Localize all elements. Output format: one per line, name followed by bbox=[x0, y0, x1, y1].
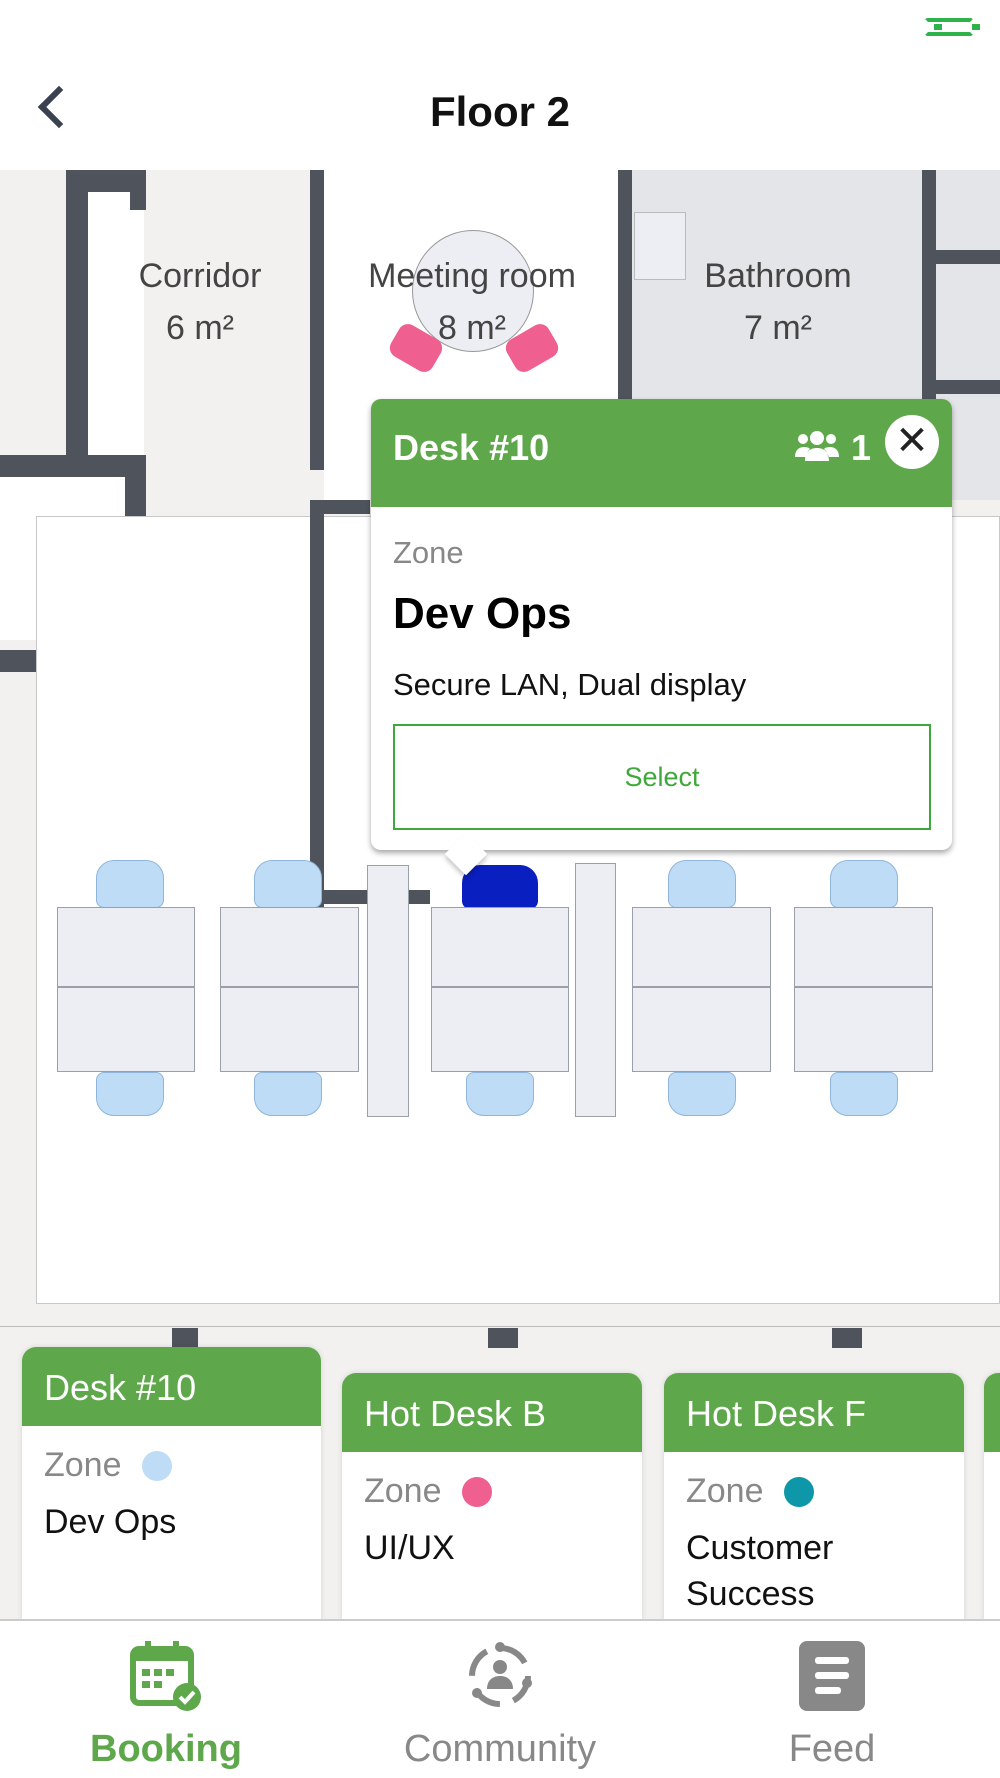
tab-booking[interactable]: Booking bbox=[56, 1639, 276, 1771]
card-zone-name: Dev Ops bbox=[44, 1503, 177, 1541]
calendar-check-icon bbox=[130, 1641, 201, 1711]
tab-community[interactable]: Community bbox=[390, 1639, 610, 1771]
page-title: Floor 2 bbox=[429, 88, 570, 135]
desk-10[interactable] bbox=[431, 907, 569, 987]
tab-label: Booking bbox=[90, 1728, 242, 1770]
card-zone-label: Zone bbox=[44, 1446, 122, 1484]
people-icon bbox=[793, 429, 841, 465]
card-title: Hot Desk F bbox=[664, 1373, 964, 1452]
popup-zone-label: Zone bbox=[393, 535, 464, 570]
battery-icon bbox=[924, 18, 980, 36]
popup-title: Desk #10 bbox=[393, 427, 550, 468]
tab-label: Feed bbox=[788, 1728, 876, 1770]
desk-popup: Desk #10 1 ✕ Zone Dev Ops Secure LAN, Du… bbox=[371, 399, 952, 876]
capacity-count: 1 bbox=[851, 427, 872, 468]
community-icon bbox=[469, 1642, 532, 1707]
zone-color-dot bbox=[141, 1450, 172, 1481]
card-title: Desk #10 bbox=[22, 1347, 321, 1426]
select-button[interactable]: Select bbox=[393, 724, 931, 830]
header: Floor 2 bbox=[0, 0, 1000, 170]
zone-color-dot bbox=[461, 1476, 492, 1507]
close-button[interactable]: ✕ bbox=[885, 415, 939, 469]
desk-card[interactable]: Desk #10 Zone Dev Ops bbox=[22, 1347, 321, 1622]
desk-card[interactable]: Hot Desk F Zone Customer Success bbox=[664, 1373, 964, 1623]
card-zone-label: Zone bbox=[364, 1472, 442, 1510]
selected-desk-chair[interactable] bbox=[462, 865, 538, 909]
card-zone-name: Customer Success bbox=[686, 1529, 834, 1613]
zone-color-dot bbox=[783, 1476, 814, 1507]
desk-card[interactable]: Hot Desk B Zone UI/UX bbox=[342, 1373, 642, 1623]
card-title: Hot Desk B bbox=[342, 1373, 642, 1452]
tab-label: Community bbox=[403, 1728, 597, 1770]
tab-bar: Booking Community Feed bbox=[0, 1619, 1000, 1778]
popup-header: Desk #10 1 ✕ bbox=[371, 399, 952, 507]
popup-zone-name: Dev Ops bbox=[393, 589, 572, 638]
feed-icon bbox=[799, 1641, 865, 1711]
close-icon: ✕ bbox=[895, 419, 929, 463]
tab-feed[interactable]: Feed bbox=[722, 1639, 942, 1771]
popup-amenities: Secure LAN, Dual display bbox=[393, 667, 747, 702]
card-zone-name: UI/UX bbox=[364, 1529, 455, 1567]
card-zone-label: Zone bbox=[686, 1472, 764, 1510]
